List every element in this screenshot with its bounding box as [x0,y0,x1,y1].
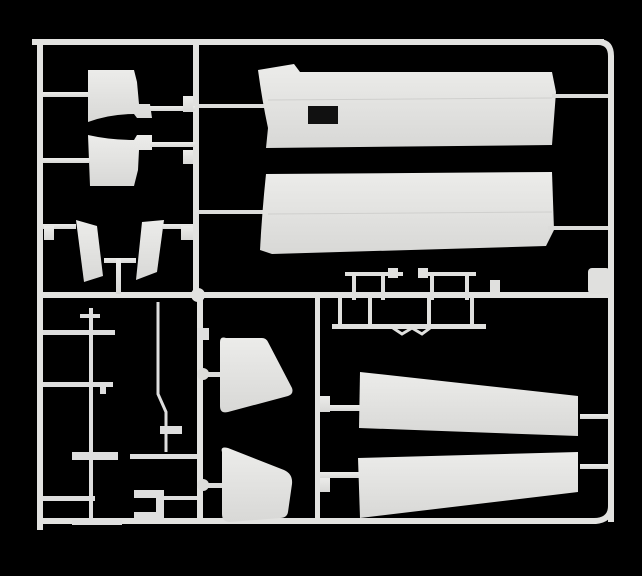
wing-panels [320,372,608,518]
rods-and-struts [43,302,209,525]
tail-fins [197,337,293,522]
sprue-frame [32,39,614,530]
fuselage-panels [199,64,610,294]
fairing-parts [43,220,193,294]
engine-intake-parts [43,70,195,186]
small-brackets [332,268,500,336]
